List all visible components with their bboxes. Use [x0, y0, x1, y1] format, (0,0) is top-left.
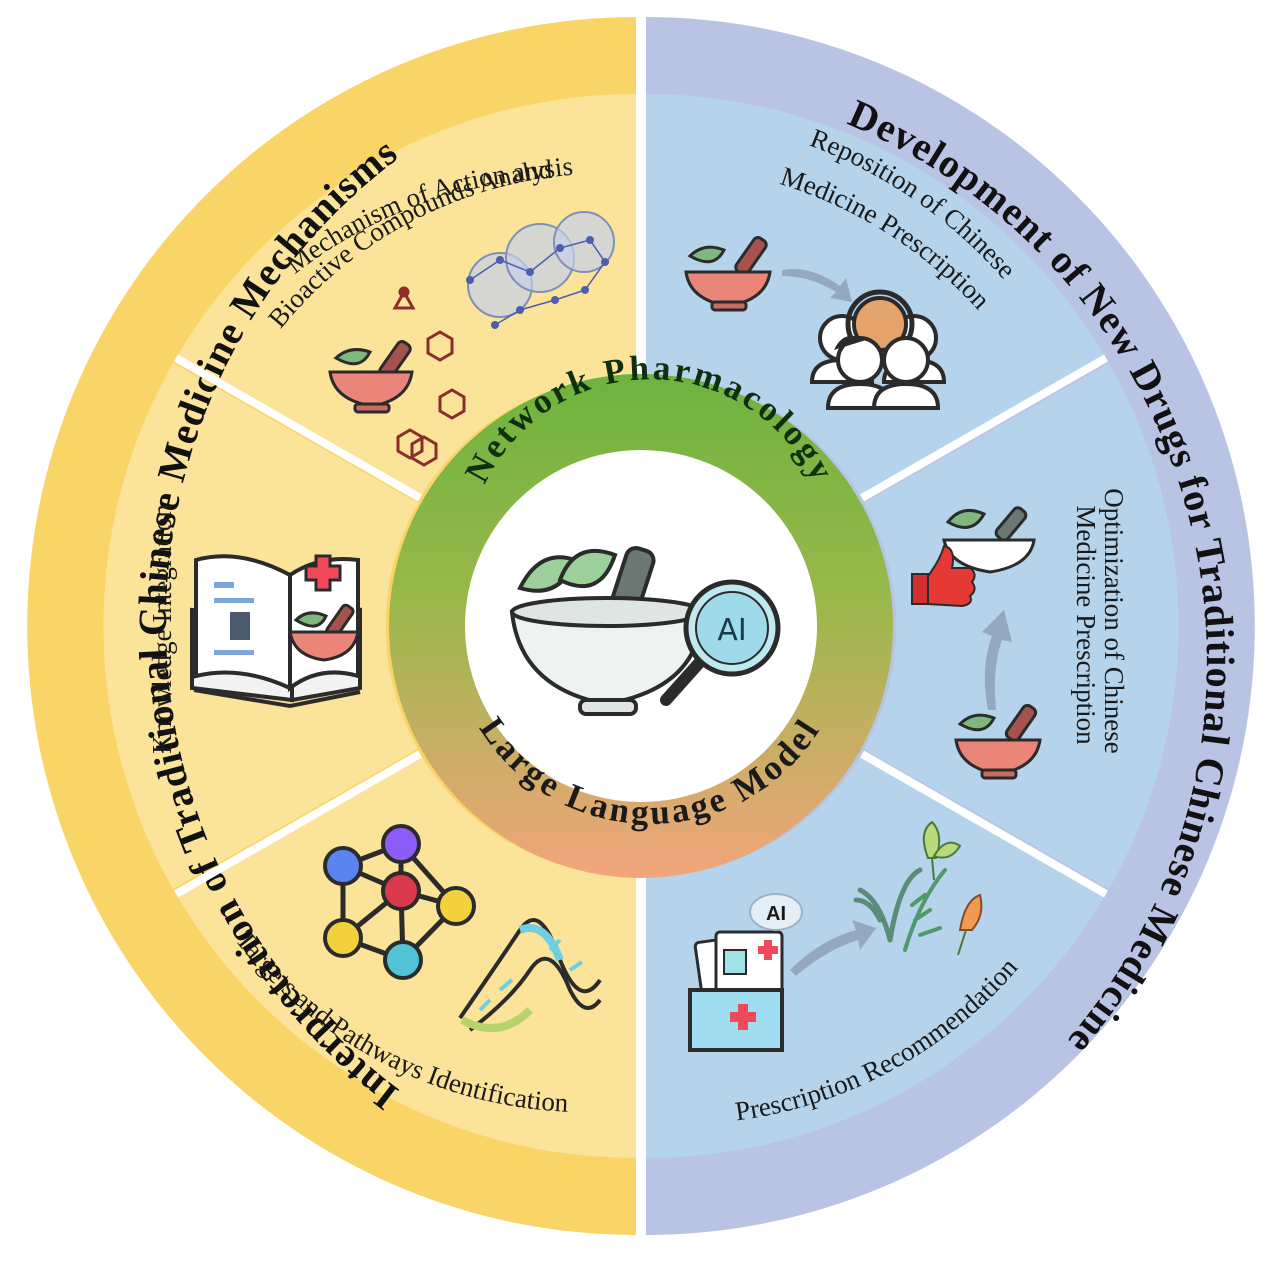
segment-dividers — [174, 354, 1108, 898]
mortar-pestle-icon — [288, 603, 360, 662]
thumbs-up-icon — [911, 544, 976, 608]
magnifier-ai-icon: AI — [509, 545, 781, 716]
mortar-pestle-icon — [942, 506, 1036, 574]
dna-helix-icon — [458, 918, 602, 1032]
arrow-right-icon — [790, 920, 876, 976]
node-network-icon — [323, 824, 476, 980]
medical-folder-icon: AI — [688, 893, 803, 1052]
mortar-pestle-icon — [684, 236, 772, 312]
mortar-pestle-icon — [328, 340, 414, 414]
arrow-up-icon — [982, 610, 1012, 710]
segment-reposition-bg — [646, 93, 1106, 499]
ai-badge-text: AI — [766, 903, 786, 925]
segment-optimization-bg — [864, 363, 1179, 889]
doctors-group-icon — [809, 289, 947, 410]
mortar-pestle-icon — [954, 703, 1042, 780]
herbs-icon — [853, 820, 983, 956]
knowledge-label: Knowledge Integration — [147, 504, 177, 754]
medical-cross-icon — [304, 554, 342, 592]
optimization-label-line1: Optimization of Chinese — [1099, 488, 1129, 754]
arrow-right-icon — [782, 269, 852, 302]
mortar-pestle-icon — [509, 545, 705, 716]
molecule-network-icon — [466, 211, 615, 329]
ai-icon-text: AI — [717, 613, 746, 648]
chemical-structure-icon — [392, 286, 466, 467]
optimization-label-line2: Medicine Prescription — [1071, 505, 1101, 745]
segment-recommendation-bg — [646, 754, 1106, 1159]
